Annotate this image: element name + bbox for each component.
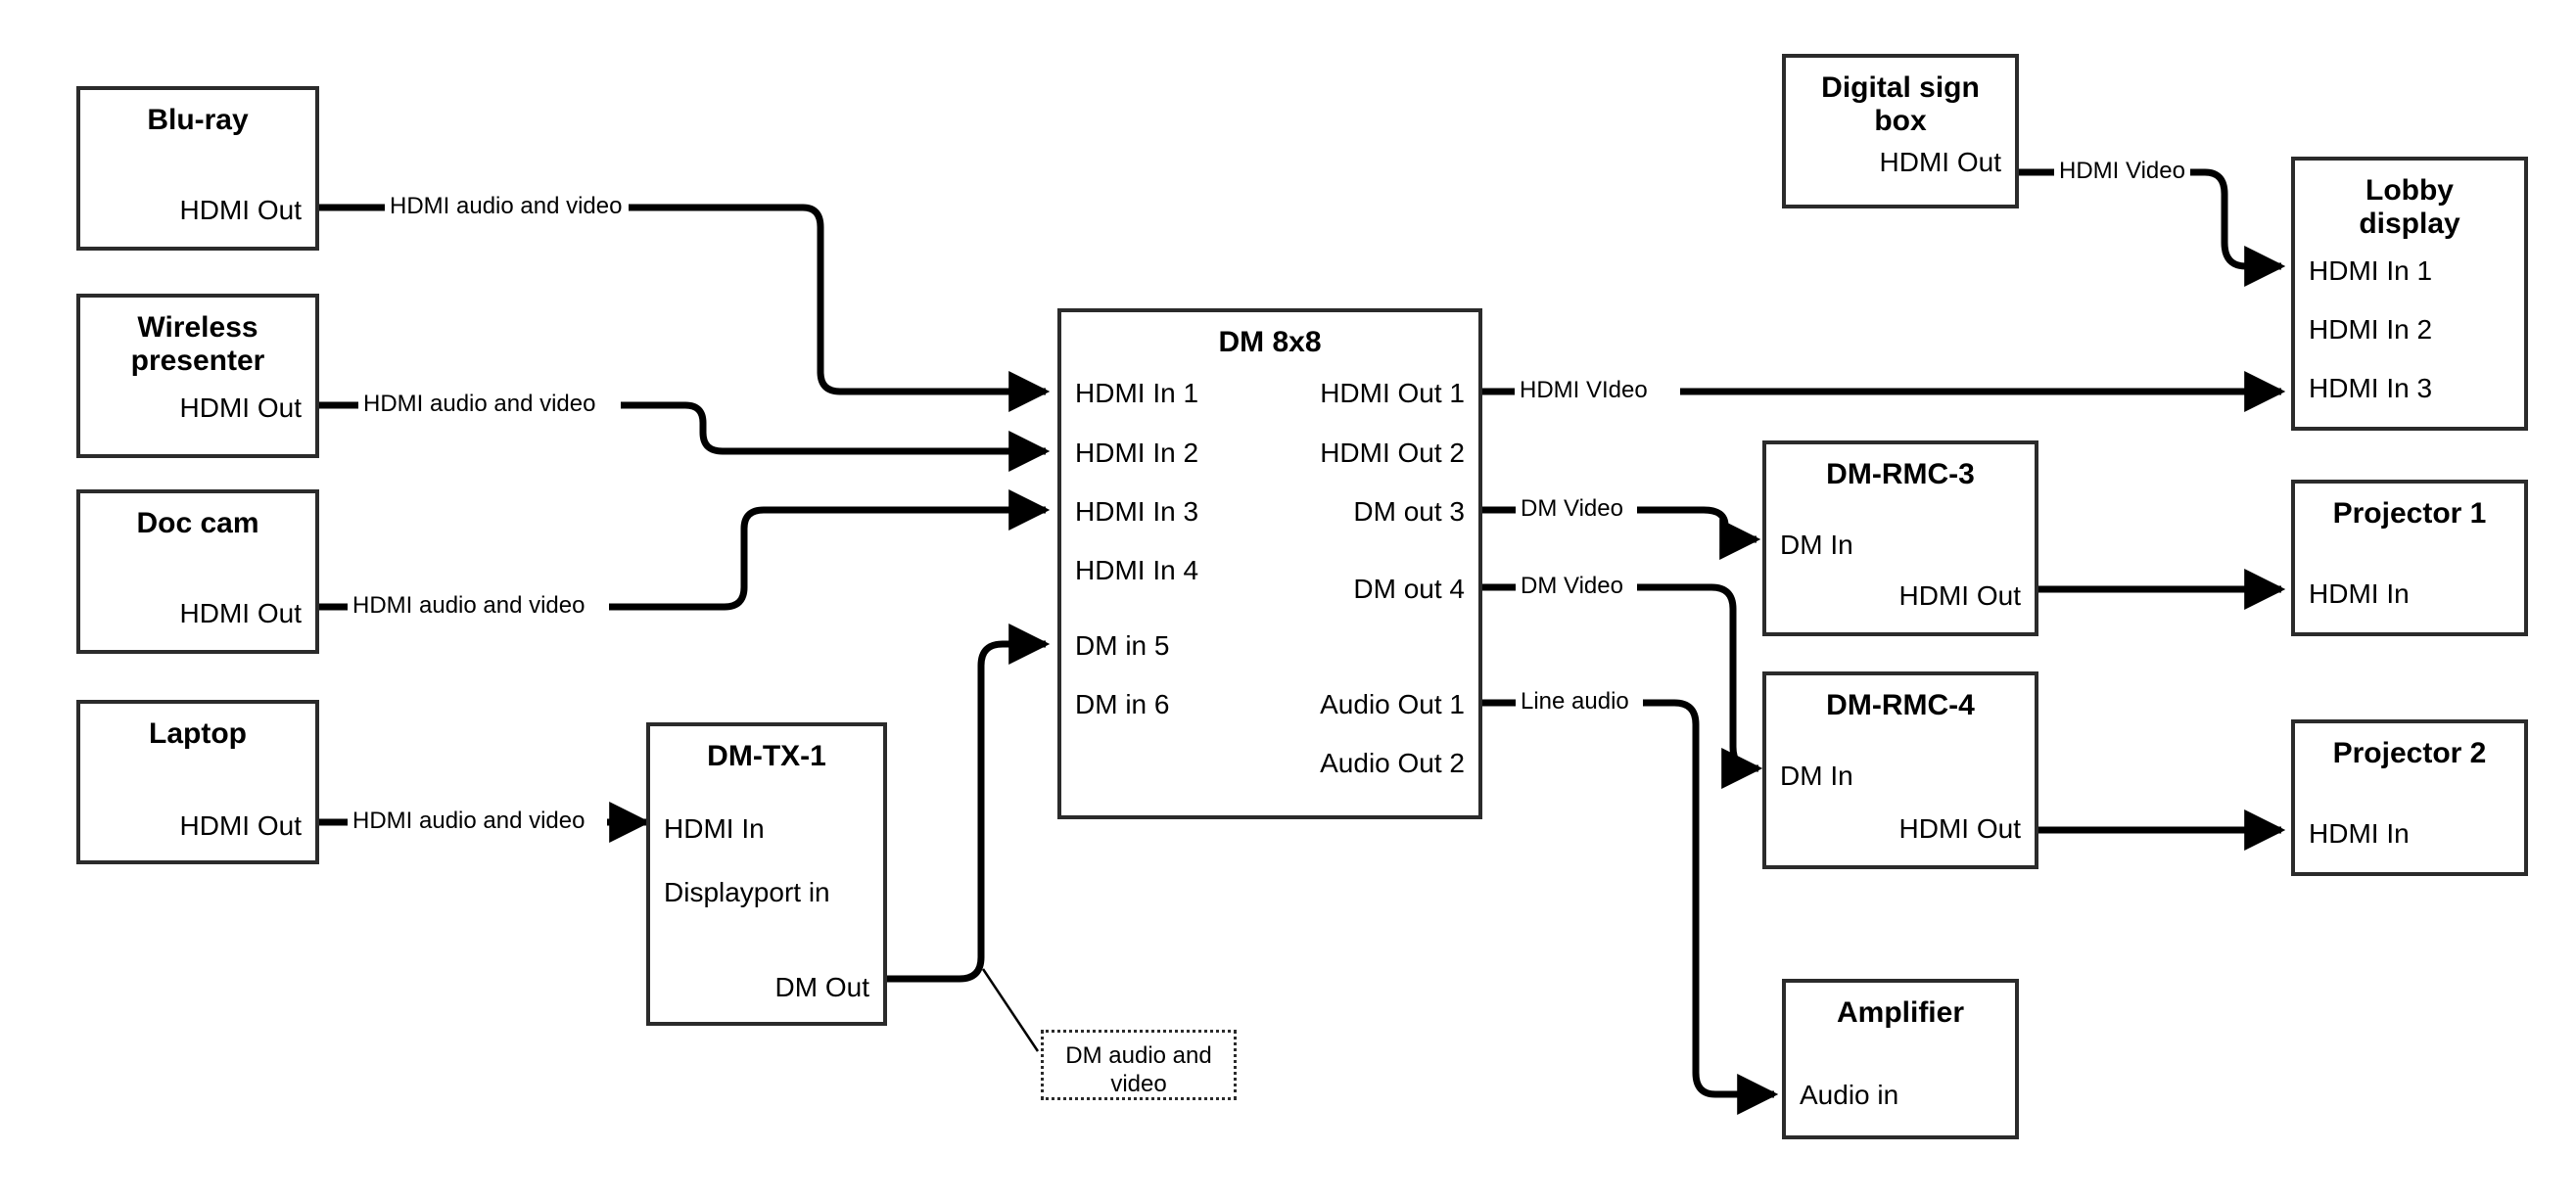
node-amplifier-title: Amplifier [1836,996,1965,1029]
edge-label-wireless-to-dm8x8: HDMI audio and video [358,393,601,416]
node-doc-cam-title: Doc cam [136,507,259,539]
node-dm-tx-1-title: DM-TX-1 [707,740,826,772]
node-dm-8x8-port-audio-out-1[interactable]: Audio Out 1 [1320,689,1465,719]
node-dm-tx-1[interactable]: DM-TX-1 HDMI In Displayport in DM Out [646,722,887,1026]
wire-dmtx1-to-dm8x8-in5 [887,624,1051,983]
node-projector-1[interactable]: Projector 1 HDMI In [2291,480,2528,636]
node-amplifier[interactable]: Amplifier Audio in [1782,979,2019,1139]
node-dm-rmc-4-port-dm-in[interactable]: DM In [1780,761,1853,791]
node-dm-8x8-port-dm-in-6[interactable]: DM in 6 [1075,689,1170,719]
node-dm-rmc-3-port-hdmi-out[interactable]: HDMI Out [1898,580,2021,611]
node-wireless-presenter-port-hdmi-out[interactable]: HDMI Out [179,393,302,423]
node-dm-8x8-port-hdmi-in-3[interactable]: HDMI In 3 [1075,496,1199,527]
node-dm-8x8-port-hdmi-out-2[interactable]: HDMI Out 2 [1320,438,1465,468]
node-dm-8x8-title: DM 8x8 [1218,326,1322,358]
node-wireless-presenter-title-line1: Wireless [137,311,258,344]
node-dm-tx-1-port-hdmi-in[interactable]: HDMI In [664,813,765,844]
node-bluray[interactable]: Blu-ray HDMI Out [76,86,319,251]
node-doc-cam-port-hdmi-out[interactable]: HDMI Out [179,598,302,628]
edge-label-laptop-to-dmtx1: HDMI audio and video [348,809,590,833]
node-digital-sign-box-title-line2: box [1874,104,1927,137]
edge-label-bluray-to-dm8x8: HDMI audio and video [385,195,628,218]
wire-dm8x8-out4-to-rmc4 [1637,583,1763,789]
edge-label-dm8x8-out1-hdmi-video: HDMI VIdeo [1515,379,1653,402]
node-lobby-display-port-hdmi-in-1[interactable]: HDMI In 1 [2309,255,2433,286]
node-dm-8x8[interactable]: DM 8x8 HDMI In 1 HDMI In 2 HDMI In 3 HDM… [1057,308,1482,819]
wire-bluray-to-dm8x8-in1-b [629,204,1051,412]
edge-label-sign-to-lobby-hdmi-video: HDMI Video [2054,160,2190,183]
node-dm-tx-1-port-displayport-in[interactable]: Displayport in [664,877,830,907]
node-wireless-presenter[interactable]: Wireless presenter HDMI Out [76,294,319,458]
node-projector-1-port-hdmi-in[interactable]: HDMI In [2309,578,2410,609]
node-dm-8x8-port-dm-out-3[interactable]: DM out 3 [1353,496,1465,527]
node-projector-2-port-hdmi-in[interactable]: HDMI In [2309,818,2410,849]
node-projector-2[interactable]: Projector 2 HDMI In [2291,719,2528,876]
edge-label-doccam-to-dm8x8: HDMI audio and video [348,594,590,618]
node-digital-sign-box[interactable]: Digital sign box HDMI Out [1782,54,2019,208]
node-dm-rmc-4-port-hdmi-out[interactable]: HDMI Out [1898,813,2021,844]
edge-label-dm8x8-out3-dm-video: DM Video [1516,497,1628,521]
wire-doccam-to-dm8x8-in3-b [609,489,1051,611]
node-dm-rmc-3-port-dm-in[interactable]: DM In [1780,530,1853,560]
node-laptop-port-hdmi-out[interactable]: HDMI Out [179,810,302,841]
node-lobby-display-title-line1: Lobby [2365,174,2454,207]
node-digital-sign-box-port-hdmi-out[interactable]: HDMI Out [1879,147,2001,177]
node-wireless-presenter-title-line2: presenter [130,344,265,377]
node-bluray-title: Blu-ray [147,104,249,136]
node-dm-8x8-port-hdmi-in-4[interactable]: HDMI In 4 [1075,555,1199,585]
node-dm-8x8-port-hdmi-in-2[interactable]: HDMI In 2 [1075,438,1199,468]
node-dm-rmc-3[interactable]: DM-RMC-3 DM In HDMI Out [1762,440,2038,636]
node-dm-8x8-port-dm-in-5[interactable]: DM in 5 [1075,630,1170,661]
node-dm-8x8-port-hdmi-in-1[interactable]: HDMI In 1 [1075,378,1199,408]
wire-dm8x8-out3-to-rmc3 [1637,506,1729,532]
node-dm-rmc-3-title: DM-RMC-3 [1826,458,1975,490]
node-lobby-display-port-hdmi-in-2[interactable]: HDMI In 2 [2309,314,2433,345]
node-laptop-title: Laptop [149,717,247,750]
node-dm-8x8-port-dm-out-4[interactable]: DM out 4 [1353,574,1465,604]
node-bluray-port-hdmi-out[interactable]: HDMI Out [179,195,302,225]
wire-dm8x8-audioout1-to-amp [1643,699,1779,1115]
node-projector-2-title: Projector 2 [2332,737,2487,769]
node-amplifier-port-audio-in[interactable]: Audio in [1800,1080,1899,1110]
node-laptop[interactable]: Laptop HDMI Out [76,700,319,864]
node-dm-8x8-port-audio-out-2[interactable]: Audio Out 2 [1320,748,1465,778]
wire-wireless-to-dm8x8-in2-b [621,401,1051,472]
node-dm-tx-1-port-dm-out[interactable]: DM Out [774,972,869,1002]
edge-label-dm8x8-out4-dm-video: DM Video [1516,575,1628,598]
node-lobby-display-title-line2: display [2359,207,2460,240]
callout-leader-line [981,968,1040,1052]
node-dm-rmc-4[interactable]: DM-RMC-4 DM In HDMI Out [1762,671,2038,869]
wire-sign-to-lobby-in1-b [2187,168,2286,287]
node-dm-8x8-port-hdmi-out-1[interactable]: HDMI Out 1 [1320,378,1465,408]
node-doc-cam[interactable]: Doc cam HDMI Out [76,489,319,654]
wire-dm8x8-out3-to-rmc3-b [1719,519,1761,560]
callout-dm-audio-and-video: DM audio and video [1041,1030,1237,1100]
node-projector-1-title: Projector 1 [2332,497,2487,530]
node-digital-sign-box-title-line1: Digital sign [1821,71,1980,104]
node-lobby-display-port-hdmi-in-3[interactable]: HDMI In 3 [2309,373,2433,403]
node-lobby-display[interactable]: Lobby display HDMI In 1 HDMI In 2 HDMI I… [2291,157,2528,431]
edge-label-dm8x8-audioout1-line-audio: Line audio [1516,690,1634,714]
node-dm-rmc-4-title: DM-RMC-4 [1826,689,1975,721]
